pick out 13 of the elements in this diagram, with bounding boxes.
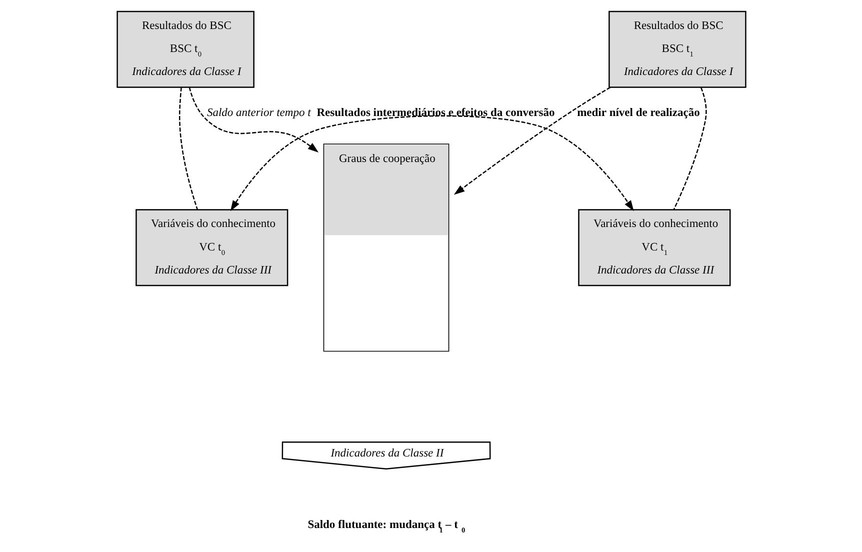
- edge-label: Resultados intermediários e efeitos da conversão: [316, 107, 554, 120]
- node-box: Resultados do BSC BSC t$_{1}$ Indicadores da Classe I: [608, 10, 746, 88]
- arrow: [188, 87, 318, 152]
- node-box: Resultados do BSC BSC t$_{0}$ Indicadores da Classe I: [116, 10, 254, 88]
- arrow: [230, 115, 634, 212]
- node-box: Variáveis do conhecimento VC t$_{0}$ Indicadores da Classe III: [135, 209, 288, 286]
- connector: [672, 87, 706, 210]
- arrow: [453, 86, 610, 195]
- label: Saldo flutuante: mudança t$_{1}$ – t $_{0}$: [307, 518, 465, 534]
- node-box: Variáveis do conhecimento VC t$_{1}$ Indicadores da Classe III: [578, 209, 730, 286]
- connector: [178, 87, 198, 210]
- edge-label: Saldo anterior tempo t: [206, 107, 310, 120]
- edge-label: medir nível de realização: [576, 107, 700, 120]
